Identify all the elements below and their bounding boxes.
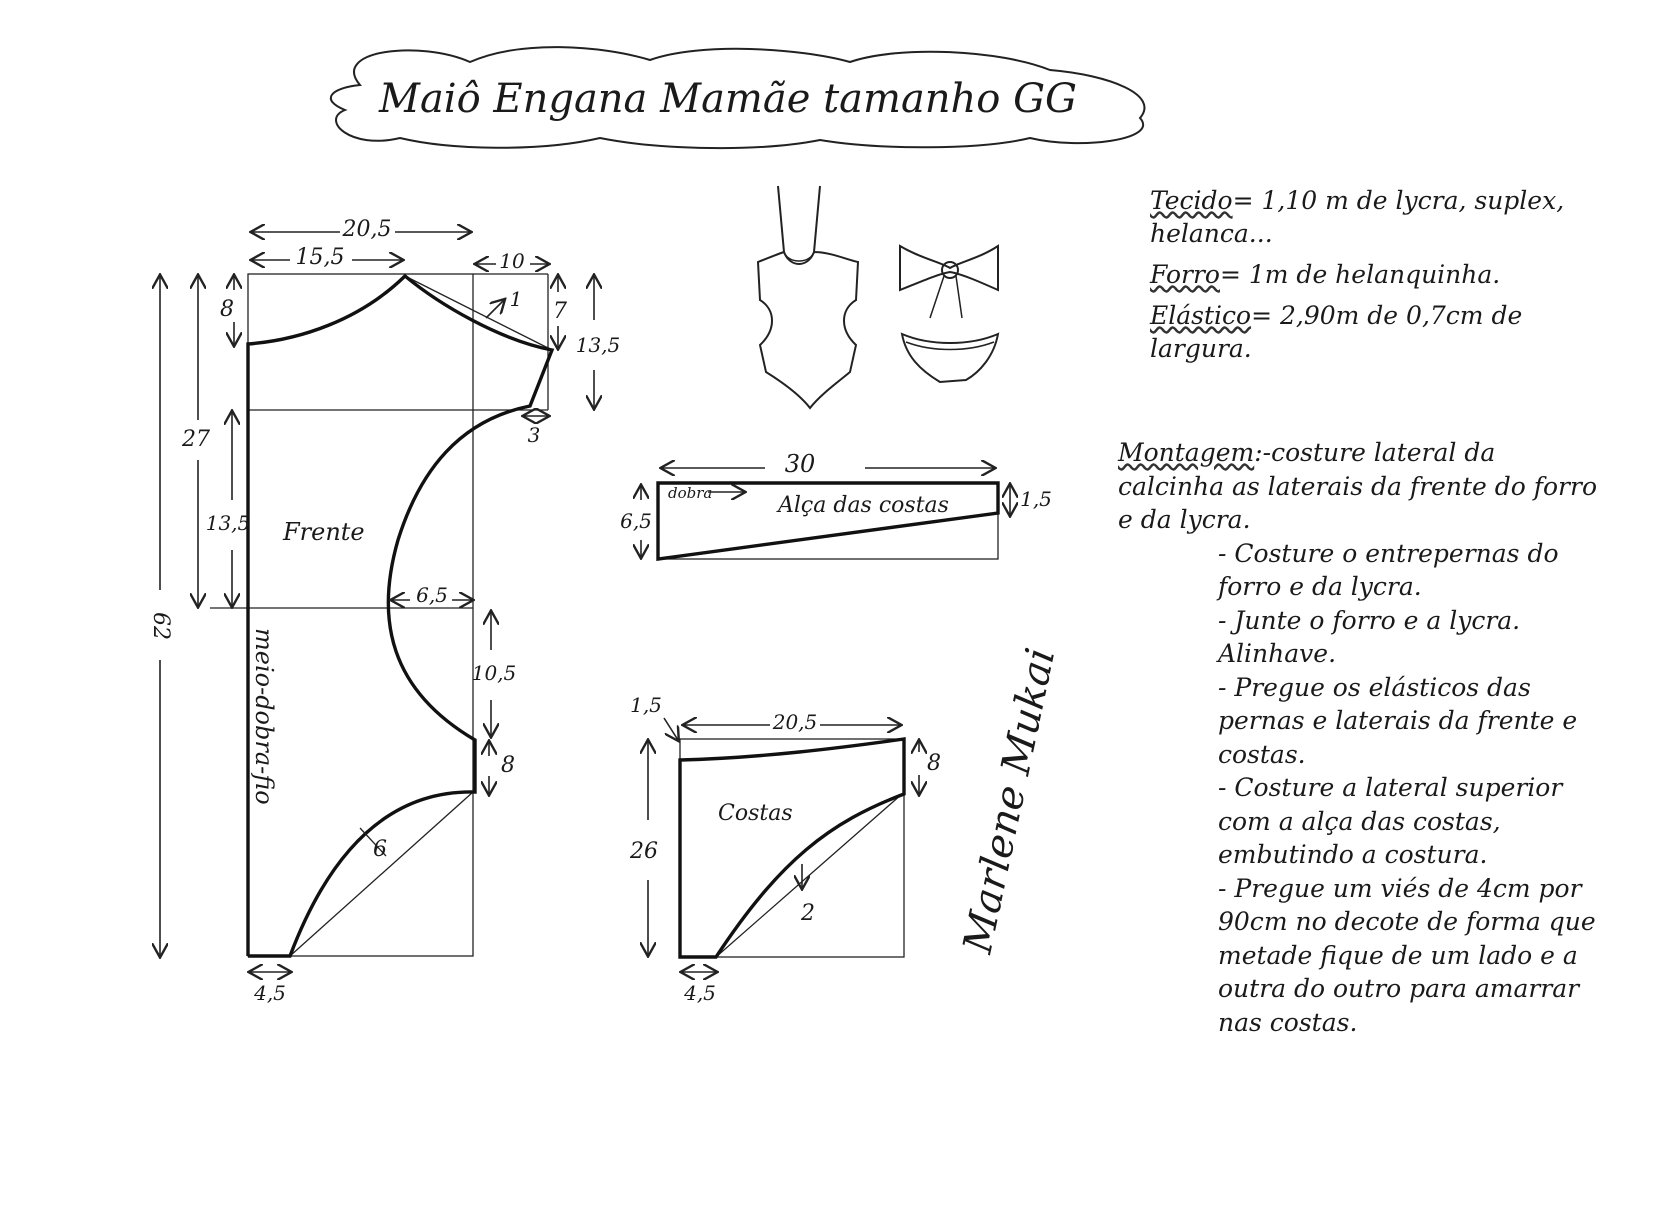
materials-block: Tecido= 1,10 m de lycra, suplex, helanca… <box>1150 184 1610 373</box>
back-top-offset-label: 1,5 <box>630 693 662 717</box>
lining-value: = 1m de helanquinha. <box>1219 260 1501 289</box>
strap-length-label: 30 <box>785 450 816 478</box>
signature: Marlene Mukai <box>955 644 1065 958</box>
back-curve-depth-label: 2 <box>800 901 815 926</box>
front-leg-length-label: 10,5 <box>472 661 517 685</box>
assembly-step-6: - Pregue um viés de 4cm por 90cm no deco… <box>1218 873 1596 1037</box>
assembly-block: Montagem:-costure lateral da calcinha as… <box>1118 436 1598 1039</box>
fabric-label: Tecido <box>1150 186 1233 215</box>
front-armhole-step-label: 3 <box>528 423 541 447</box>
front-total-length-label: 62 <box>148 612 173 640</box>
strap-chord <box>404 275 553 351</box>
front-fold-label: meio-dobra-fio <box>250 628 278 805</box>
leg-chord <box>289 791 474 957</box>
front-crotch-height-label: 8 <box>501 753 515 778</box>
bikini-sketch <box>899 244 1000 384</box>
elastic-value: = 2,90m de 0,7cm de largura. <box>1150 301 1523 363</box>
back-crotch-width-label: 4,5 <box>683 981 716 1005</box>
assembly-step-5: - Costure a lateral superior com a alça … <box>1218 773 1563 869</box>
back-side-height-label: 8 <box>927 751 941 776</box>
front-strap-drop-label: 7 <box>553 299 567 324</box>
elastic-label: Elástico <box>1150 301 1252 330</box>
strap-piece: Alça das costas dobra 30 6,5 1,5 <box>620 450 1052 561</box>
front-waist-length-label: 13,5 <box>206 511 251 535</box>
front-outline <box>246 273 555 958</box>
assembly-step-4: - Pregue os elásticos das pernas e later… <box>1218 672 1578 769</box>
front-leg-curve-label: 6 <box>373 837 387 862</box>
front-leg-curve-depth-label: 6,5 <box>416 583 448 607</box>
title-cloud: Maiô Engana Mamãe tamanho GG <box>330 46 1146 150</box>
page-title: Maiô Engana Mamãe tamanho GG <box>378 76 1077 122</box>
front-upper-length-label: 27 <box>181 427 210 452</box>
fabric-value: = 1,10 m de lycra, suplex, helanca... <box>1150 186 1565 248</box>
lining-label: Forro <box>1150 260 1220 289</box>
back-guide-rect <box>679 738 905 958</box>
front-armhole-depth-label: 13,5 <box>576 333 621 357</box>
assembly-step-1: Montagem:-costure lateral da calcinha as… <box>1118 436 1598 537</box>
assembly-step-2: - Costure o entrepernas do forro e da ly… <box>1218 538 1559 602</box>
assembly-step-1-text: :-costure lateral da calcinha as laterai… <box>1118 438 1598 534</box>
front-piece: Frente meio-dobra-fio 20,5 15,5 10 8 7 1… <box>148 217 620 1005</box>
back-width-label: 20,5 <box>772 710 818 734</box>
front-offset-label: 1 <box>510 287 523 311</box>
front-label: Frente <box>282 518 365 546</box>
materials-fabric: Tecido= 1,10 m de lycra, suplex, helanca… <box>1150 184 1610 250</box>
front-strap-width-label: 10 <box>499 249 525 273</box>
assembly-step-3: - Junte o forro e a lycra. Alinhave. <box>1218 605 1521 669</box>
strap-label: Alça das costas <box>776 493 949 518</box>
back-length-label: 26 <box>629 839 658 864</box>
strap-right-height-label: 1,5 <box>1020 487 1052 511</box>
materials-lining: Forro= 1m de helanquinha. <box>1150 258 1610 291</box>
front-guide-rect <box>247 273 474 957</box>
strap-outline <box>656 481 1000 561</box>
swimsuit-sketch <box>756 185 860 410</box>
front-top-width-label: 20,5 <box>342 217 392 242</box>
strap-left-height-label: 6,5 <box>620 509 652 533</box>
back-label: Costas <box>718 801 793 826</box>
front-shoulder-drop-label: 8 <box>220 297 234 322</box>
materials-elastic: Elástico= 2,90m de 0,7cm de largura. <box>1150 299 1610 365</box>
strap-fold-label: dobra <box>668 484 712 502</box>
back-outline <box>678 737 906 959</box>
back-piece: Costas 20,5 1,5 8 26 2 4,5 <box>629 693 941 1005</box>
front-crotch-width-label: 4,5 <box>253 981 286 1005</box>
assembly-label: Montagem <box>1118 438 1255 467</box>
front-neck-width-label: 15,5 <box>296 245 345 270</box>
